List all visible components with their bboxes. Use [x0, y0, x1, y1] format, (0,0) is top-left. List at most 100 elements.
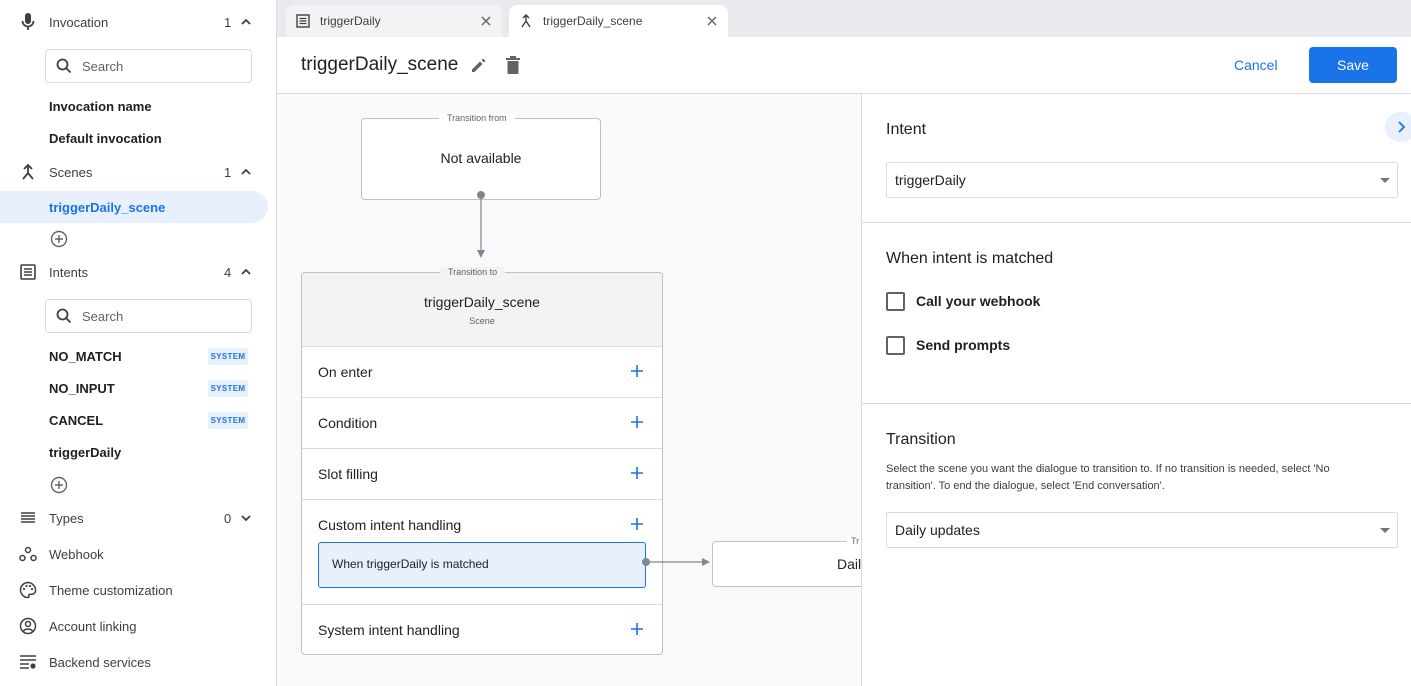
transition-from-value: Not available [440, 150, 522, 166]
chevron-up-icon[interactable] [240, 16, 252, 28]
item-label: Theme customization [49, 582, 173, 598]
flow-canvas[interactable]: Transition from Not available Transition… [277, 94, 861, 686]
save-button[interactable]: Save [1309, 47, 1397, 83]
chevron-up-icon[interactable] [240, 166, 252, 178]
row-label: Condition [318, 415, 378, 431]
section-count: 4 [224, 264, 232, 280]
chevron-up-icon[interactable] [240, 266, 252, 278]
sidebar-item-theme-customization[interactable]: Theme customization [0, 572, 276, 608]
row-label: System intent handling [318, 622, 460, 638]
add-icon[interactable] [630, 517, 644, 531]
list-lines-icon [18, 508, 38, 528]
sidebar-item-backend-services[interactable]: Backend services [0, 644, 276, 680]
intent-select[interactable]: triggerDaily [886, 162, 1398, 198]
add-icon[interactable] [630, 364, 644, 378]
scene-box: Transition to triggerDaily_scene Scene O… [301, 267, 663, 655]
account-circle-icon [18, 616, 38, 636]
scene-merge-icon [18, 162, 38, 182]
close-icon[interactable] [706, 15, 718, 27]
dropdown-arrow-icon [1380, 528, 1390, 533]
add-intent-icon[interactable] [50, 476, 68, 494]
tab-triggerdaily-scene[interactable]: triggerDaily_scene [509, 5, 728, 37]
intent-handler-item[interactable]: When triggerDaily is matched [318, 542, 646, 588]
sidebar-item-default-invocation[interactable]: Default invocation [49, 131, 162, 146]
row-condition[interactable]: Condition [302, 397, 662, 448]
sidebar-item-selected-scene[interactable]: triggerDaily_scene [0, 191, 268, 223]
search-placeholder: Search [82, 58, 124, 74]
tab-label: triggerDaily_scene [543, 14, 643, 28]
add-icon[interactable] [630, 415, 644, 429]
target-scene-box[interactable]: Tr Dail [712, 536, 861, 587]
description-line: Select the scene you want the dialogue t… [886, 463, 1330, 475]
intent-list-icon [296, 14, 310, 28]
sidebar-item-webhook[interactable]: Webhook [0, 536, 276, 572]
sidebar-section-scenes[interactable]: Scenes 1 [0, 154, 276, 190]
row-system-intent-handling[interactable]: System intent handling [302, 604, 662, 655]
sidebar-item-intent[interactable]: CANCEL [49, 413, 104, 428]
sidebar-item-intent[interactable]: NO_INPUT [49, 381, 115, 396]
intents-search-input[interactable]: Search [45, 299, 252, 333]
delete-trash-icon[interactable] [505, 55, 521, 75]
transition-from-legend: Transition from [439, 113, 515, 123]
divider [862, 403, 1411, 404]
system-badge: SYSTEM [208, 380, 248, 397]
target-scene-value: Dail [837, 556, 861, 572]
sidebar-item-account-linking[interactable]: Account linking [0, 608, 276, 644]
row-slot-filling[interactable]: Slot filling [302, 448, 662, 499]
item-label: Backend services [49, 654, 151, 670]
intent-handler-panel: Intent triggerDaily When intent is match… [861, 94, 1411, 686]
row-on-enter[interactable]: On enter [302, 346, 662, 397]
sidebar-section-intents[interactable]: Intents 4 [0, 254, 276, 290]
scene-title: triggerDaily_scene [424, 294, 540, 310]
system-badge: SYSTEM [208, 348, 248, 365]
call-webhook-checkbox[interactable] [886, 292, 905, 311]
add-icon[interactable] [630, 622, 644, 636]
transition-select[interactable]: Daily updates [886, 512, 1398, 548]
sidebar-item-intent[interactable]: NO_MATCH [49, 349, 122, 364]
row-label: Custom intent handling [318, 517, 462, 533]
webhook-icon [18, 544, 38, 564]
scene-merge-icon [521, 14, 531, 28]
sidebar: Invocation 1 Search Invocation name Defa… [0, 0, 277, 686]
add-icon[interactable] [630, 466, 644, 480]
section-label: Intents [49, 264, 89, 280]
backend-settings-icon [18, 652, 38, 672]
search-icon [56, 58, 72, 74]
close-icon[interactable] [480, 15, 492, 27]
checkbox-label: Send prompts [916, 337, 1011, 353]
tab-bar: triggerDaily triggerDaily_scene [277, 0, 1411, 37]
sidebar-section-invocation[interactable]: Invocation 1 [0, 4, 276, 40]
add-scene-icon[interactable] [50, 230, 68, 248]
dropdown-arrow-icon [1380, 178, 1390, 183]
tab-label: triggerDaily [320, 14, 381, 28]
tab-triggerdaily[interactable]: triggerDaily [286, 5, 502, 37]
cancel-button[interactable]: Cancel [1234, 57, 1278, 73]
sidebar-item-invocation-name[interactable]: Invocation name [49, 99, 152, 114]
invocation-search-input[interactable]: Search [45, 49, 252, 83]
scene-label: triggerDaily_scene [49, 200, 166, 215]
connector-arrow-right [642, 558, 710, 566]
sidebar-section-types[interactable]: Types 0 [0, 500, 276, 536]
target-legend: Tr [847, 536, 861, 546]
palette-icon [18, 580, 38, 600]
search-icon [56, 308, 72, 324]
scene-box-header: Transition to triggerDaily_scene Scene [302, 267, 662, 346]
description-line: transition'. To end the dialogue, select… [886, 480, 1165, 492]
section-count: 1 [224, 164, 232, 180]
section-label: Scenes [49, 164, 93, 180]
row-custom-intent-handling[interactable]: Custom intent handling When triggerDaily… [302, 499, 662, 604]
row-label: Slot filling [318, 466, 378, 482]
scene-subtitle: Scene [469, 316, 495, 326]
sidebar-item-intent[interactable]: triggerDaily [49, 445, 122, 460]
send-prompts-checkbox[interactable] [886, 336, 905, 355]
collapse-panel-button[interactable] [1385, 112, 1411, 142]
divider [862, 222, 1411, 223]
scene-header: triggerDaily_scene Cancel Save [277, 37, 1411, 94]
transition-to-legend: Transition to [440, 267, 506, 277]
section-label: Invocation [49, 14, 109, 30]
chevron-down-icon[interactable] [240, 512, 252, 524]
edit-pencil-icon[interactable] [470, 56, 488, 74]
section-count: 1 [224, 14, 232, 30]
connector-arrow-down [477, 191, 485, 258]
item-label: Account linking [49, 618, 137, 634]
